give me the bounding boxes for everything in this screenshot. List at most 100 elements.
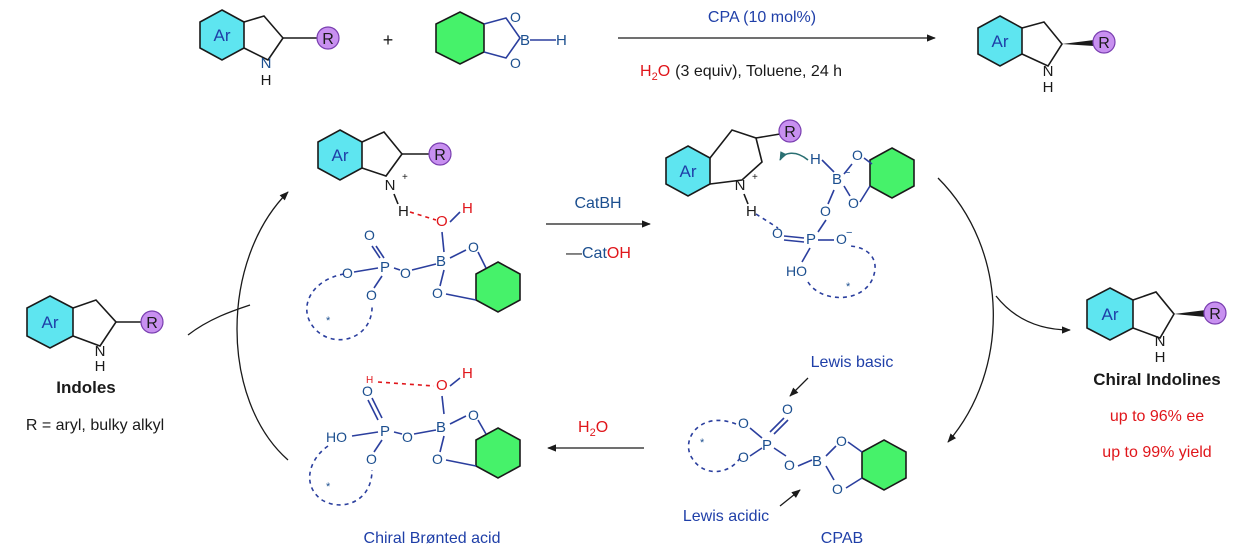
- product-exit-arrow: [995, 295, 1071, 334]
- o-label: O: [342, 265, 353, 281]
- ee-value: up to 96% ee: [1110, 408, 1204, 425]
- h-label: H: [261, 72, 272, 89]
- lewis-acidic-label: Lewis acidic: [683, 508, 769, 525]
- conditions-label: H2O(3 equiv), Toluene, 24 h: [640, 63, 842, 83]
- ar-label: Ar: [42, 313, 59, 332]
- ar-label: Ar: [214, 26, 231, 45]
- star: *: [700, 437, 705, 449]
- cycle-arrow-right: [937, 177, 994, 443]
- chiral-indoline: Ar R N H: [1086, 287, 1227, 366]
- cpab-label: CPAB: [821, 530, 863, 547]
- o-label: O: [784, 457, 795, 473]
- plus-charge: +: [402, 172, 408, 183]
- o-label: O: [468, 407, 479, 423]
- o-label: O: [782, 401, 793, 417]
- chiral-backbone: [306, 273, 373, 341]
- o-label: O: [772, 225, 783, 241]
- h-label: H: [556, 32, 567, 49]
- h-label: H: [462, 200, 473, 217]
- h-label: H: [366, 375, 373, 386]
- h-label: H: [95, 358, 106, 375]
- lewis-basic-label: Lewis basic: [811, 354, 894, 371]
- h-label: H: [462, 365, 473, 382]
- lewis-acidic-arrow: [779, 489, 801, 507]
- plus-sign: +: [383, 30, 394, 50]
- b-label: B: [520, 32, 530, 49]
- o-label: O: [436, 377, 448, 394]
- r-label: R: [784, 124, 796, 141]
- b-label: B: [436, 419, 446, 436]
- r-label: R: [322, 31, 334, 48]
- h-label: H: [746, 203, 757, 220]
- o-label: O: [836, 433, 847, 449]
- r-label: R: [1209, 306, 1221, 323]
- o-label: O: [436, 213, 448, 230]
- reactant-indole: Ar R N H: [199, 9, 340, 89]
- catbh-label: CatBH: [574, 195, 621, 212]
- star: *: [326, 315, 331, 327]
- ho-label: HO: [786, 263, 807, 279]
- h-label: H: [1155, 349, 1166, 366]
- o-label: O: [510, 9, 521, 25]
- chiral-backbone: [308, 445, 373, 506]
- o-label: O: [432, 451, 443, 467]
- star: *: [326, 481, 331, 493]
- intermediate-indoleninium-complex: Ar R N + H O H P O O O O B O O *: [306, 129, 521, 341]
- b-label: B: [812, 453, 822, 470]
- o-label: O: [362, 383, 373, 399]
- ar-label: Ar: [680, 162, 697, 181]
- o-label: O: [852, 147, 863, 163]
- n-label: N: [735, 177, 746, 194]
- cycle-arrow-left: [236, 191, 289, 461]
- o-label: O: [820, 203, 831, 219]
- lewis-basic-arrow: [789, 377, 809, 397]
- o-label: O: [738, 415, 749, 431]
- ar-label: Ar: [992, 32, 1009, 51]
- ar-label: Ar: [1102, 305, 1119, 324]
- r-label: R: [146, 315, 158, 332]
- bronsted-acid-complex: O H O H P HO O O B O O *: [308, 365, 521, 506]
- o-label: O: [738, 449, 749, 465]
- ho-label: HO: [326, 429, 347, 445]
- o-label: O: [468, 239, 479, 255]
- hydride-shift-arrow: [779, 151, 809, 161]
- r-label: R: [434, 147, 446, 164]
- minus-charge: −: [846, 227, 852, 239]
- o-label: O: [366, 287, 377, 303]
- chiral-indolines-label: Chiral Indolines: [1093, 370, 1221, 389]
- o-label: O: [836, 231, 847, 247]
- o-label: O: [364, 227, 375, 243]
- product-indoline-top: Ar R N H: [977, 15, 1116, 96]
- h-label: H: [398, 203, 409, 220]
- n-label: N: [95, 343, 106, 360]
- catecholborane: O O B H: [435, 9, 567, 71]
- indole-substrate: Ar R N H: [26, 295, 164, 375]
- o-label: O: [510, 55, 521, 71]
- o-label: O: [432, 285, 443, 301]
- b-label: B: [832, 171, 842, 188]
- minus-charge: −: [844, 167, 850, 179]
- star: *: [846, 281, 851, 293]
- ar-label: Ar: [332, 146, 349, 165]
- h-label: H: [1043, 79, 1054, 96]
- n-label: N: [1155, 333, 1166, 350]
- n-label: N: [1043, 63, 1054, 80]
- o-label: O: [832, 481, 843, 497]
- p-label: P: [380, 423, 390, 440]
- intermediate-hydride-transfer: Ar R N + H H B − O O O P O O − HO *: [665, 119, 915, 299]
- r-definition: R = aryl, bulky alkyl: [26, 417, 164, 434]
- r-label: R: [1098, 35, 1110, 52]
- chiral-backbone: [687, 419, 741, 473]
- n-label: N: [385, 177, 396, 194]
- b-label: B: [436, 253, 446, 270]
- o-label: O: [848, 195, 859, 211]
- o-label: O: [402, 429, 413, 445]
- p-label: P: [380, 259, 390, 276]
- indoles-label: Indoles: [56, 378, 116, 397]
- chiral-backbone: [807, 245, 876, 299]
- water-label: H2O: [578, 419, 608, 439]
- cpab-structure: Lewis basic O P O O O B O O * Lewis acid…: [683, 354, 907, 547]
- plus-charge: +: [752, 172, 758, 183]
- catalyst-label: CPA (10 mol%): [708, 9, 816, 26]
